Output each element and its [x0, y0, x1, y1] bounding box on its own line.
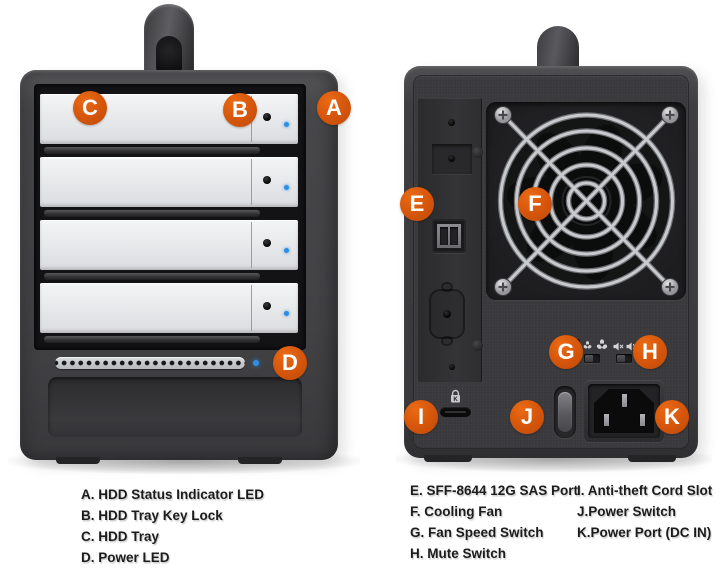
kensington-lock-icon: K [451, 389, 460, 403]
front-enclosure [20, 70, 338, 460]
power-pin [604, 414, 609, 426]
legend-item-j: J.Power Switch [577, 504, 677, 519]
legend-item-k: K.Power Port (DC IN) [577, 525, 712, 540]
power-pin [640, 414, 645, 426]
hdd-status-led [284, 311, 289, 316]
fan-speed-switch-knob [585, 355, 593, 362]
speaker-muted-icon [613, 342, 624, 351]
fan-low-speed-icon [583, 341, 592, 349]
power-port-socket [594, 389, 654, 433]
legend-item-h: H. Mute Switch [410, 546, 507, 561]
bracket-recess [432, 144, 472, 174]
hdd-tray-4 [40, 283, 298, 333]
hdd-tray-2 [40, 157, 298, 207]
tray-pull-groove [44, 210, 260, 216]
legend-item-b: B. HDD Tray Key Lock [81, 508, 223, 523]
dsub-tab [441, 282, 453, 292]
fan-guard-icon [494, 106, 679, 296]
power-switch-button [558, 392, 572, 432]
fan-screw-icon [494, 106, 679, 296]
legend-item-a: A. HDD Status Indicator LED [81, 487, 265, 502]
callout-k-badge: K [655, 400, 689, 434]
screw-hole [449, 364, 455, 370]
tray-divider [251, 159, 252, 205]
legend-item-i: I. Anti-theft Cord Slot [577, 483, 713, 498]
dsub-tab [441, 336, 453, 346]
legend-item-c: C. HDD Tray [81, 529, 160, 544]
sas-port [432, 219, 466, 253]
legend-item-e: E. SFF-8644 12G SAS Port [410, 483, 579, 498]
carry-handle-front [144, 4, 194, 78]
anti-theft-cord-slot [440, 407, 471, 417]
screw-hole [448, 155, 455, 162]
key-lock-icon [263, 113, 271, 121]
key-lock-icon [263, 176, 271, 184]
carry-handle-rear [537, 26, 579, 72]
power-port [584, 380, 664, 442]
tray-divider [251, 222, 252, 268]
screw-hole [443, 310, 451, 318]
vent-holes [55, 357, 245, 369]
fan-speed-switch[interactable] [584, 354, 600, 363]
key-lock-icon [263, 302, 271, 310]
callout-e-badge: E [400, 187, 434, 221]
hdd-status-led [284, 185, 289, 190]
foot [238, 457, 282, 464]
callout-a-badge: A [317, 91, 351, 125]
tray-pull-groove [44, 147, 260, 153]
sas-slot [440, 227, 448, 245]
power-pin [622, 394, 627, 407]
callout-g-badge: G [549, 335, 583, 369]
callout-b-badge: B [223, 93, 257, 127]
power-port-frame [588, 384, 660, 438]
vent-grille [55, 357, 245, 369]
foot [628, 455, 676, 462]
tray-pull-groove [44, 336, 260, 342]
front-lower-panel [48, 377, 302, 438]
callout-i-badge: I [404, 400, 438, 434]
legend-item-g: G. Fan Speed Switch [410, 525, 544, 540]
svg-text:K: K [453, 397, 458, 403]
sas-port-connector [437, 224, 461, 248]
key-lock-icon [263, 239, 271, 247]
round-indent [472, 147, 483, 158]
legend-item-d: D. Power LED [81, 550, 170, 565]
cooling-fan [486, 102, 686, 300]
hdd-tray-3 [40, 220, 298, 270]
sas-slot [450, 227, 458, 245]
callout-j-badge: J [510, 400, 544, 434]
foot [56, 457, 100, 464]
foot [424, 455, 472, 462]
callout-f-badge: F [518, 187, 552, 221]
mute-switch[interactable] [616, 354, 632, 363]
power-switch[interactable] [554, 386, 576, 438]
mute-switch-knob [617, 355, 625, 362]
hdd-status-led [284, 248, 289, 253]
power-led [253, 360, 259, 366]
screw-hole [448, 119, 455, 126]
callout-d-badge: D [273, 346, 307, 380]
legend-item-f: F. Cooling Fan [410, 504, 503, 519]
tray-divider [251, 285, 252, 331]
callout-c-badge: C [73, 91, 107, 125]
tray-pull-groove [44, 273, 260, 279]
round-indent [472, 340, 483, 351]
callout-h-badge: H [633, 335, 667, 369]
hdd-status-led [284, 122, 289, 127]
fan-high-speed-icon [596, 339, 608, 349]
